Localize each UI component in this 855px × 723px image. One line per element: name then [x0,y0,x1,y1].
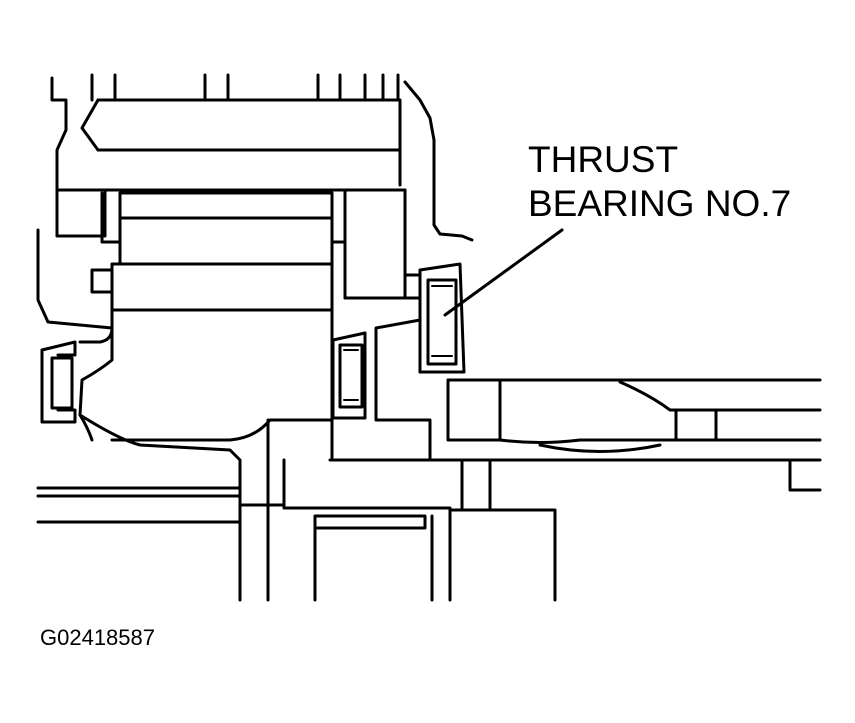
callout-leader-line [443,228,564,317]
callout-label-line2: BEARING NO.7 [528,183,791,224]
thrust-bearing-no7 [418,262,466,374]
figure-code: G02418587 [40,625,155,650]
carrier-body [78,308,822,602]
output-shaft [446,378,822,492]
upper-gear-assembly [50,73,422,312]
left-bearing [40,340,77,424]
center-bearing [331,331,367,420]
lower-drum [36,458,557,602]
callout-label-line1: THRUST [528,139,678,180]
callout: THRUST BEARING NO.7 [443,139,791,317]
left-housing-wall [36,228,114,344]
case-contour [403,80,474,242]
